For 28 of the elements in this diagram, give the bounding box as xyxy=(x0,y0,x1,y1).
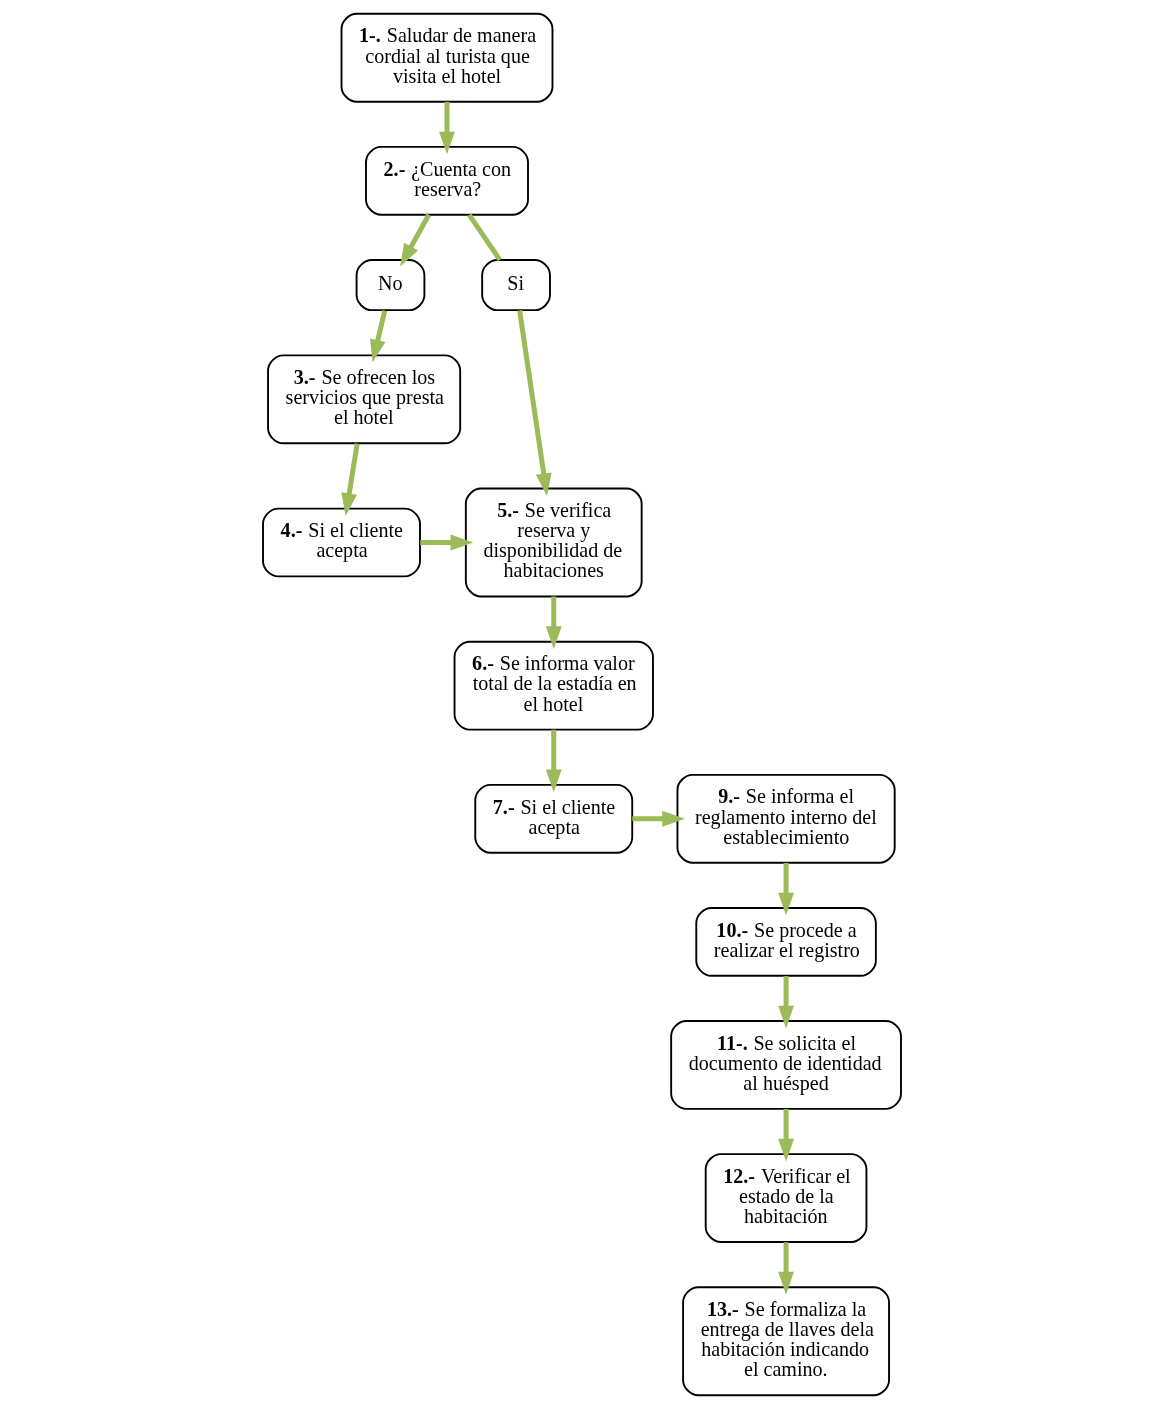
arrow xyxy=(777,1242,794,1295)
arrow xyxy=(516,309,552,496)
node-box: 6.- Se informa valor total de la estadía en el hotel xyxy=(453,640,654,731)
node-box: 4.- Si el cliente acepta xyxy=(261,507,421,578)
node-box: 9.- Se informa el reglamento interno del establecimiento xyxy=(676,773,896,864)
arrow xyxy=(777,862,794,916)
arrow xyxy=(631,810,685,827)
node-box: 10.- Se procede a realizar el registro xyxy=(694,907,877,977)
arrow xyxy=(438,101,455,155)
node-box: 1-. Saludar de manera cordial al turista que visita el hotel xyxy=(340,12,553,103)
arrow xyxy=(399,213,431,267)
arrow xyxy=(340,443,360,516)
node-box: 2.- ¿Cuenta con reserva? xyxy=(364,146,529,216)
arrow xyxy=(777,1108,794,1162)
node-box: 13.- Se formaliza la entrega de llaves dela habitación indicando el camino. xyxy=(681,1286,890,1397)
arrow xyxy=(777,976,794,1029)
arrow xyxy=(545,596,562,649)
node-box: No xyxy=(355,259,425,312)
arrow xyxy=(419,534,473,551)
node-box: 3.- Se ofrecen los servicios que presta el hotel xyxy=(266,354,461,445)
node-box: 7.- Si el cliente acepta xyxy=(473,783,633,854)
node-box: 11-. Se solicita el documento de identidad al huésped xyxy=(669,1020,902,1110)
node-box: 12.- Verificar el estado de la habitación xyxy=(704,1153,867,1243)
node-box: Si xyxy=(480,259,551,312)
connector xyxy=(466,213,502,262)
node-box: 5.- Se verifica reserva y disponibilidad de habitaciones xyxy=(464,487,643,598)
arrow xyxy=(369,310,387,363)
arrow xyxy=(545,729,562,793)
